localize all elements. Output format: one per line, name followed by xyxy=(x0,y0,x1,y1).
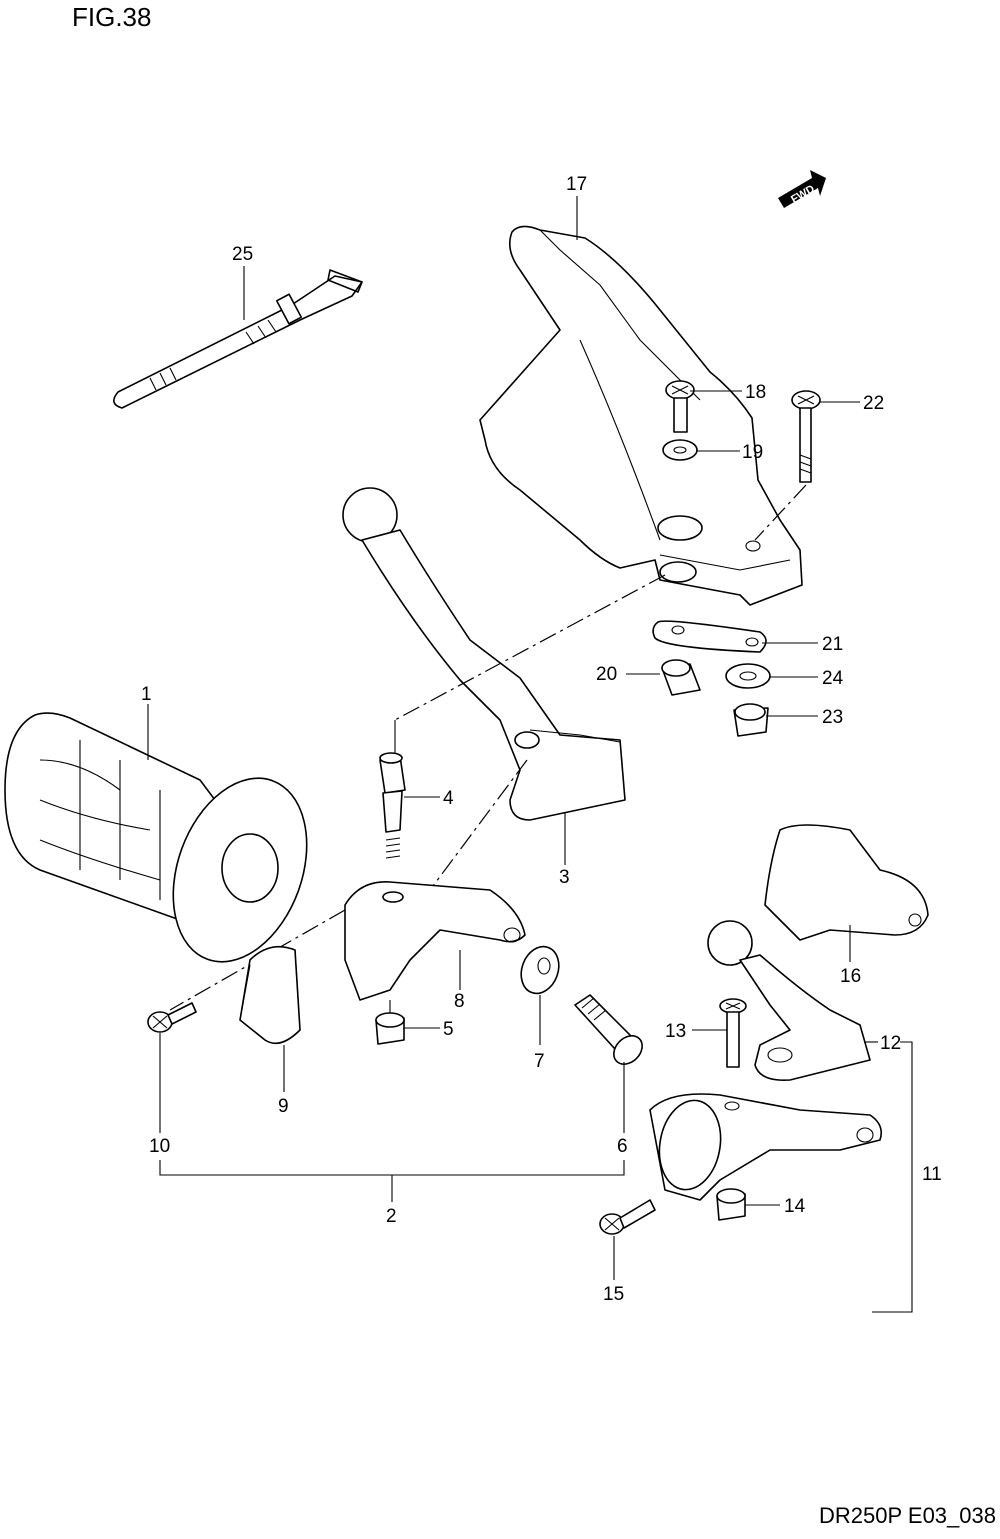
callout-8: 8 xyxy=(454,991,465,1012)
callout-19: 19 xyxy=(742,442,763,463)
callout-20: 20 xyxy=(596,664,617,685)
callout-9: 9 xyxy=(278,1096,289,1117)
cover-16 xyxy=(764,824,929,941)
lever-12 xyxy=(707,920,871,1082)
callout-24: 24 xyxy=(822,668,844,689)
callout-2: 2 xyxy=(386,1206,397,1227)
lever-holder-8 xyxy=(344,881,526,1001)
figure-title: FIG.38 xyxy=(72,2,152,32)
cable-tie-25 xyxy=(113,269,363,409)
screw-10 xyxy=(147,1002,197,1033)
clamp-9 xyxy=(239,945,301,1045)
leader-lines xyxy=(147,196,913,1313)
bolt-13 xyxy=(719,998,747,1068)
callout-10: 10 xyxy=(149,1136,170,1157)
lever-3 xyxy=(342,487,626,821)
callout-13: 13 xyxy=(665,1021,686,1042)
nut-20 xyxy=(661,659,701,696)
fwd-label: FWD xyxy=(789,183,817,206)
nut-5 xyxy=(375,1012,405,1045)
adjuster-ring-7 xyxy=(520,945,560,995)
bolt-18 xyxy=(665,380,695,433)
callout-22: 22 xyxy=(863,393,884,414)
pivot-bolt-4 xyxy=(379,752,406,859)
nut-23 xyxy=(733,703,769,737)
callout-17: 17 xyxy=(566,174,587,195)
callout-16: 16 xyxy=(840,966,861,987)
screw-15 xyxy=(599,1199,656,1235)
callout-6: 6 xyxy=(617,1136,628,1157)
callout-18: 18 xyxy=(745,382,766,403)
callout-3: 3 xyxy=(559,867,570,888)
nut-14 xyxy=(716,1188,746,1221)
adjuster-bolt-6 xyxy=(574,994,643,1065)
callout-12: 12 xyxy=(880,1033,901,1054)
callout-5: 5 xyxy=(443,1019,454,1040)
washer-19 xyxy=(662,439,698,461)
callout-25: 25 xyxy=(232,244,253,265)
callout-4: 4 xyxy=(443,788,454,809)
plate-21 xyxy=(652,620,767,653)
callout-23: 23 xyxy=(822,707,843,728)
callout-labels: 1 2 3 4 5 6 7 8 9 10 11 12 13 14 15 16 1… xyxy=(141,174,942,1305)
callout-7: 7 xyxy=(534,1051,545,1072)
callout-1: 1 xyxy=(141,684,152,705)
callout-21: 21 xyxy=(822,634,843,655)
diagram-code: DR250P E03_038 xyxy=(819,1503,996,1528)
washer-24 xyxy=(725,663,771,689)
callout-15: 15 xyxy=(603,1284,624,1305)
bolt-22 xyxy=(791,390,821,483)
callout-11: 11 xyxy=(922,1164,942,1185)
fwd-arrow: FWD xyxy=(778,170,826,208)
hand-guard-17 xyxy=(479,225,803,606)
callout-14: 14 xyxy=(784,1196,806,1217)
bracket-11 xyxy=(649,1093,883,1201)
grip-1 xyxy=(4,712,308,963)
